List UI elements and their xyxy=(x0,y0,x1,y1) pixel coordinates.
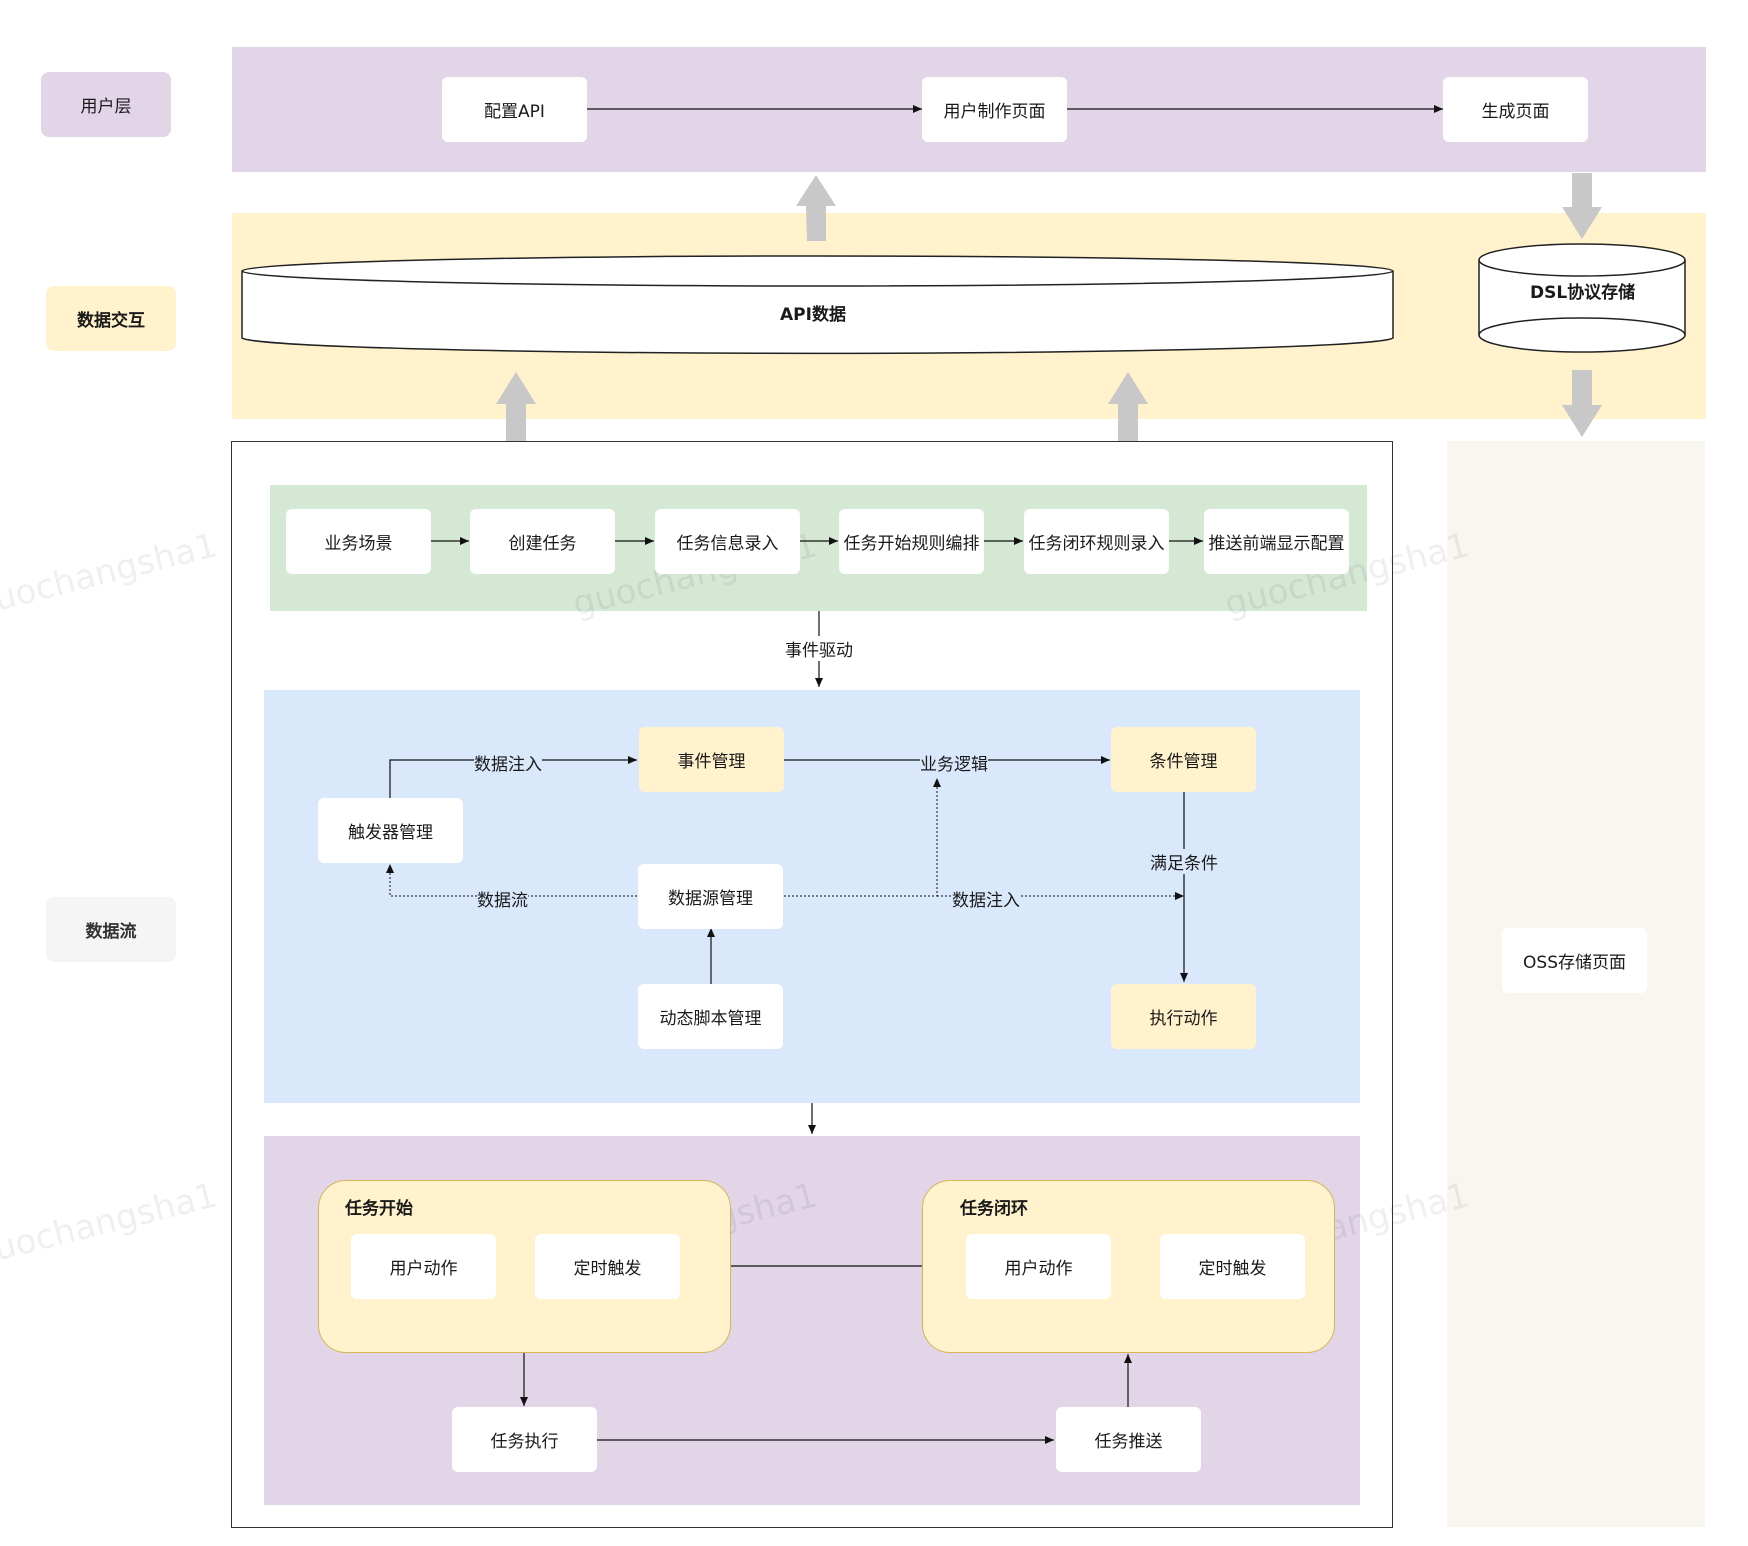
lane-data-flow: 数据流 xyxy=(46,897,176,962)
oss-storage-page-node: OSS存储页面 xyxy=(1502,928,1647,993)
block-arrows xyxy=(496,173,1602,441)
edge-label-data-inject: 数据注入 xyxy=(952,886,1020,911)
pipeline-node: 业务场景 xyxy=(286,509,431,574)
edge-label-data-inject: 数据注入 xyxy=(474,750,542,775)
pipeline-band xyxy=(270,485,1367,611)
pipeline-node: 创建任务 xyxy=(470,509,615,574)
pipeline-node: 推送前端显示配置 xyxy=(1204,509,1349,574)
timed-trigger-node: 定时触发 xyxy=(535,1234,680,1299)
timed-trigger-node: 定时触发 xyxy=(1160,1234,1305,1299)
trigger-mgmt-node: 触发器管理 xyxy=(318,798,463,863)
task-execute-node: 任务执行 xyxy=(452,1407,597,1472)
api-data-cylinder xyxy=(241,255,1394,355)
generate-page-node: 生成页面 xyxy=(1443,77,1588,142)
datasource-mgmt-node: 数据源管理 xyxy=(638,864,783,929)
lane-data-interaction: 数据交互 xyxy=(46,286,176,351)
dsl-storage-label: DSL协议存储 xyxy=(1530,283,1636,303)
execute-action-node: 执行动作 xyxy=(1111,984,1256,1049)
edge-label-business-logic: 业务逻辑 xyxy=(920,750,988,775)
event-mgmt-node: 事件管理 xyxy=(639,727,784,792)
lane-user-layer: 用户层 xyxy=(41,72,171,137)
user-action-node: 用户动作 xyxy=(351,1234,496,1299)
condition-mgmt-node: 条件管理 xyxy=(1111,727,1256,792)
dsl-storage-cylinder xyxy=(1478,243,1686,353)
task-push-node: 任务推送 xyxy=(1056,1407,1201,1472)
api-data-label: API数据 xyxy=(780,305,846,325)
task-start-title: 任务开始 xyxy=(345,1199,413,1219)
task-close-title: 任务闭环 xyxy=(960,1199,1028,1219)
user-make-page-node: 用户制作页面 xyxy=(922,77,1067,142)
pipeline-node: 任务信息录入 xyxy=(655,509,800,574)
config-api-node: 配置API xyxy=(442,77,587,142)
event-driven-label: 事件驱动 xyxy=(785,636,853,661)
pipeline-node: 任务闭环规则录入 xyxy=(1024,509,1169,574)
pipeline-node: 任务开始规则编排 xyxy=(839,509,984,574)
edge-label-data-stream: 数据流 xyxy=(477,886,528,911)
dynamic-script-node: 动态脚本管理 xyxy=(638,984,783,1049)
edge-label-meet-condition: 满足条件 xyxy=(1150,849,1218,874)
user-action-node: 用户动作 xyxy=(966,1234,1111,1299)
